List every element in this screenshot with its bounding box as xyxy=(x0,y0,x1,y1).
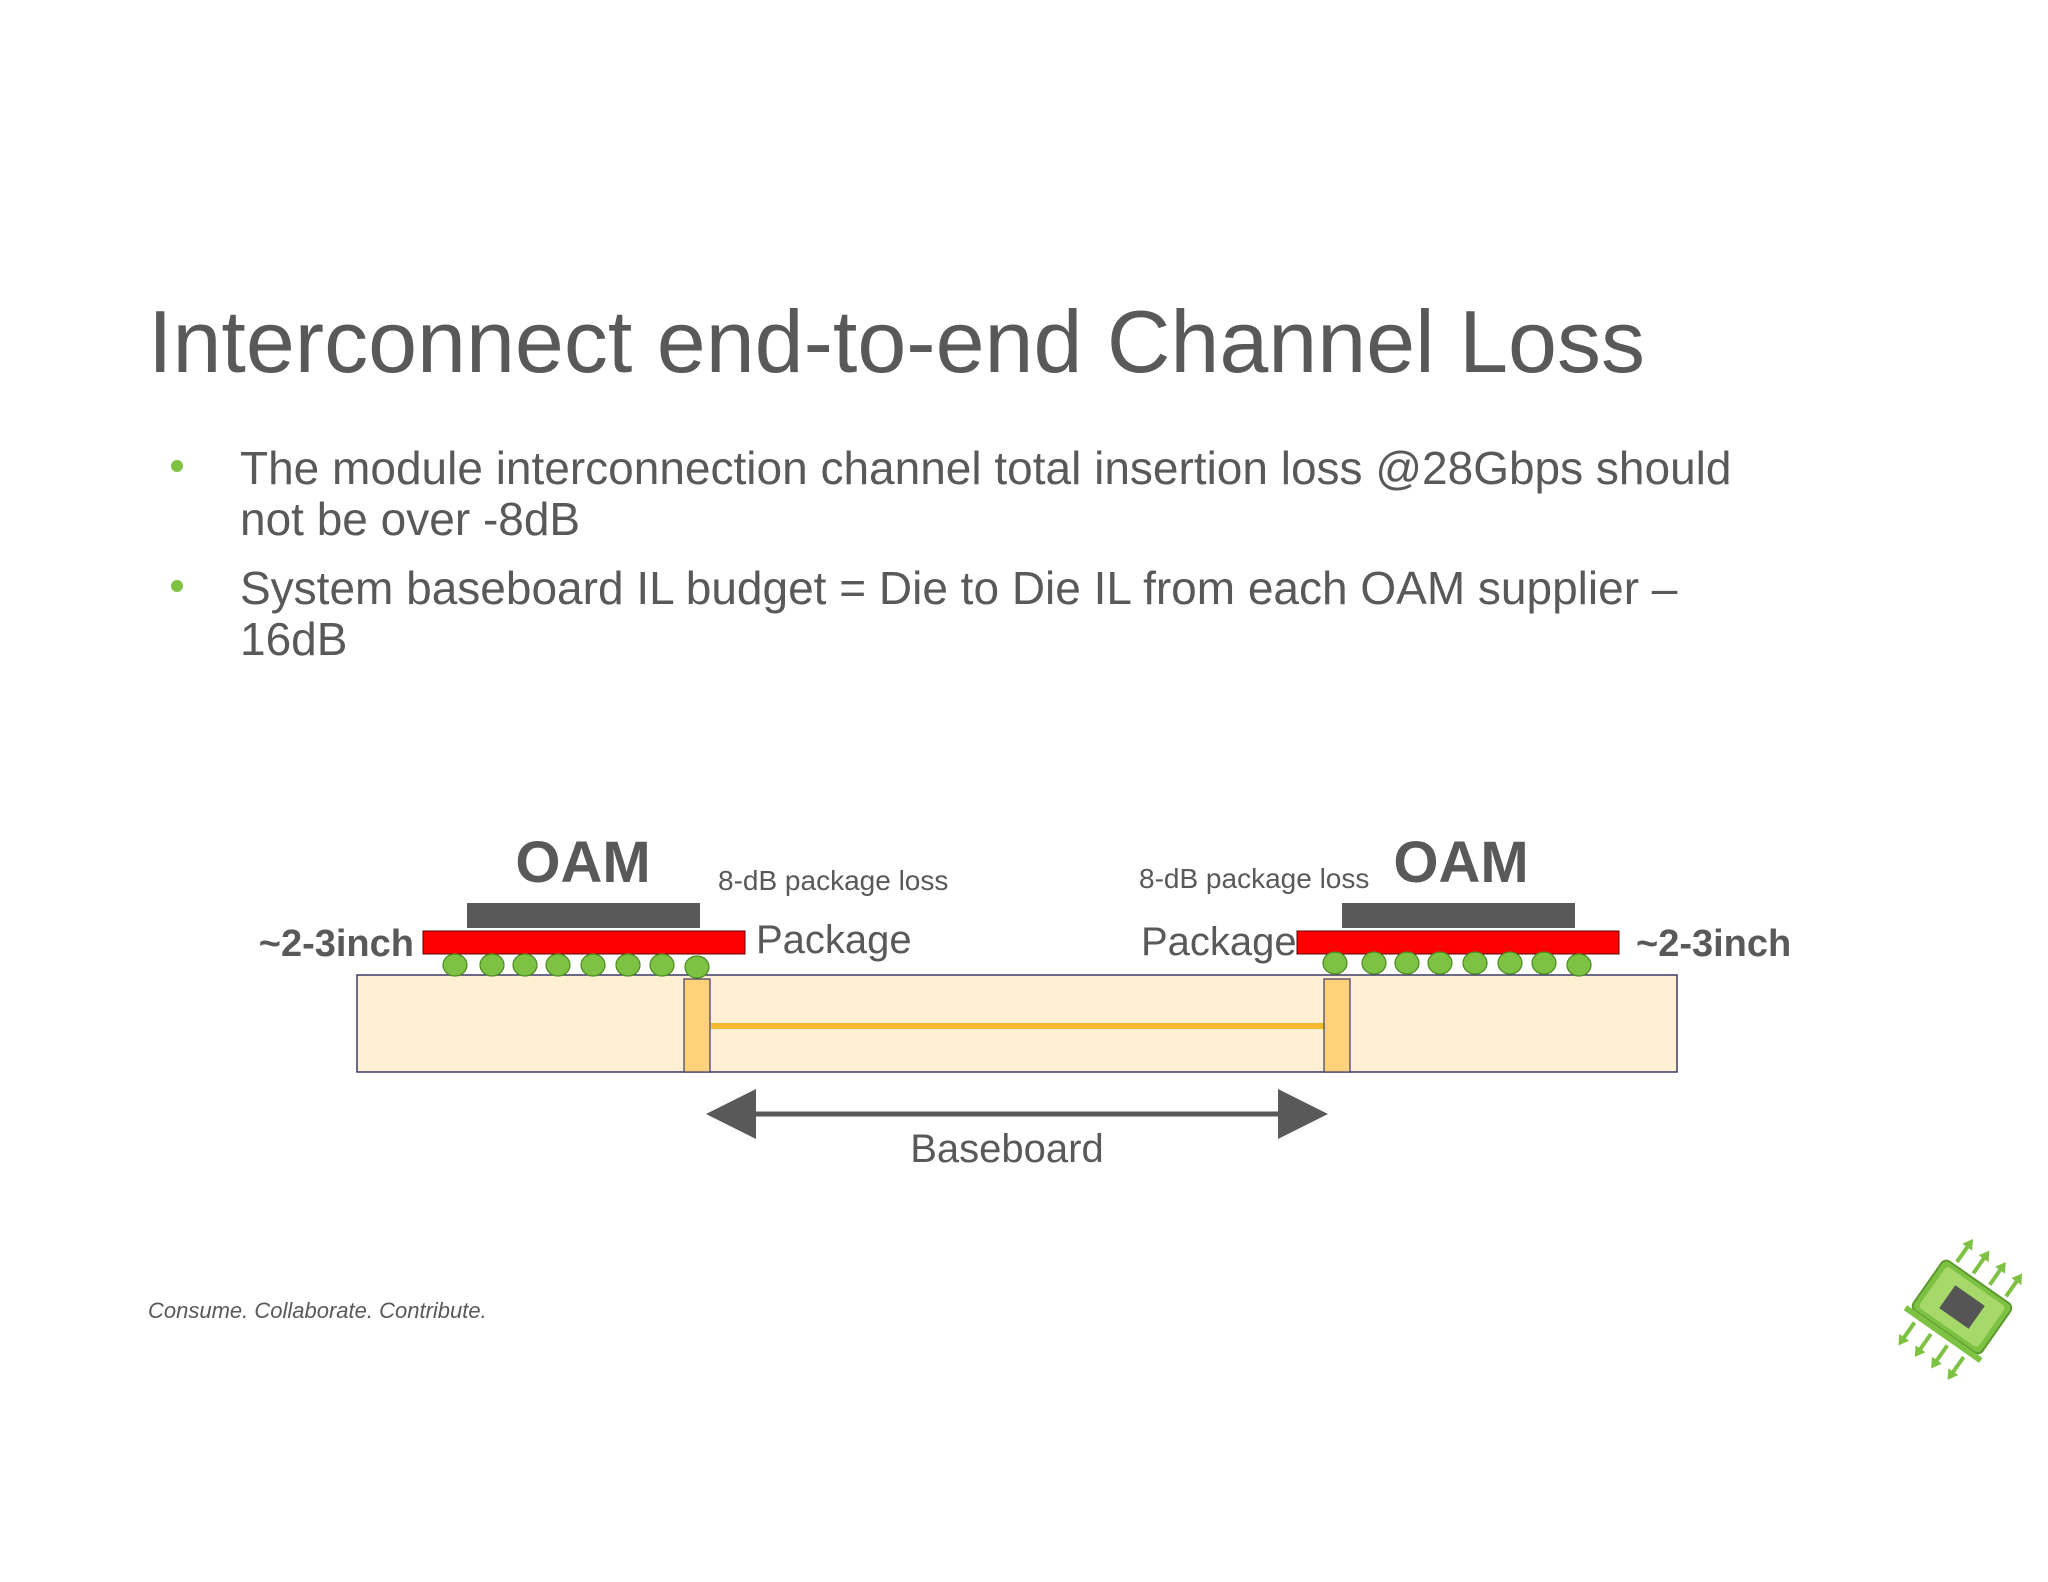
bullet-text-line: System baseboard IL budget = Die to Die … xyxy=(240,562,1678,614)
left-module-block xyxy=(467,903,700,928)
bullet-text-line: 16dB xyxy=(240,613,347,665)
left-solder-balls xyxy=(442,953,710,979)
bullet-text-line: The module interconnection channel total… xyxy=(240,442,1731,494)
left-package-block xyxy=(422,930,746,955)
solder-ball xyxy=(512,953,538,977)
solder-ball xyxy=(479,953,505,977)
solder-ball xyxy=(615,953,641,977)
left-length-label: ~2-3inch xyxy=(259,923,414,965)
solder-ball xyxy=(1497,951,1523,975)
bullet-item: The module interconnection channel total… xyxy=(171,442,1731,545)
right-length-label: ~2-3inch xyxy=(1636,923,1791,965)
bullet-text-line: not be over -8dB xyxy=(240,493,580,545)
solder-ball xyxy=(1322,951,1348,975)
right-oam-label: OAM xyxy=(1393,830,1528,895)
footer-tagline: Consume. Collaborate. Contribute. xyxy=(148,1298,487,1323)
left-package-label: Package xyxy=(756,918,912,962)
chip-with-arrows-logo xyxy=(1898,1239,2023,1380)
solder-ball xyxy=(1427,951,1453,975)
right-module-block xyxy=(1342,903,1575,928)
channel-loss-diagram: OAM ~2-3inch 8-dB package loss Package O… xyxy=(259,830,1791,1171)
solder-ball xyxy=(1462,951,1488,975)
bullet-dot-icon xyxy=(171,580,183,592)
solder-ball xyxy=(1531,951,1557,975)
solder-ball xyxy=(1394,951,1420,975)
baseboard-label: Baseboard xyxy=(910,1127,1103,1171)
solder-ball xyxy=(1361,951,1387,975)
solder-ball xyxy=(442,953,468,977)
solder-ball xyxy=(684,955,710,979)
right-package-label: Package xyxy=(1141,920,1297,964)
right-oam: OAM ~2-3inch 8-dB package loss Package xyxy=(1139,830,1791,977)
left-via xyxy=(683,978,711,1073)
solder-ball xyxy=(580,953,606,977)
solder-ball xyxy=(649,953,675,977)
bullet-dot-icon xyxy=(171,460,183,472)
solder-ball xyxy=(545,953,571,977)
bullet-item: System baseboard IL budget = Die to Die … xyxy=(171,562,1678,665)
right-via xyxy=(1323,978,1351,1073)
solder-ball xyxy=(1566,953,1592,977)
right-solder-balls xyxy=(1322,951,1592,977)
left-oam-label: OAM xyxy=(515,830,650,895)
right-package-block xyxy=(1296,930,1620,955)
slide-title: Interconnect end-to-end Channel Loss xyxy=(148,292,1645,391)
left-oam: OAM ~2-3inch 8-dB package loss Package xyxy=(259,830,948,979)
right-loss-label: 8-dB package loss xyxy=(1139,863,1369,894)
bullet-list: The module interconnection channel total… xyxy=(171,442,1731,665)
left-loss-label: 8-dB package loss xyxy=(718,865,948,896)
